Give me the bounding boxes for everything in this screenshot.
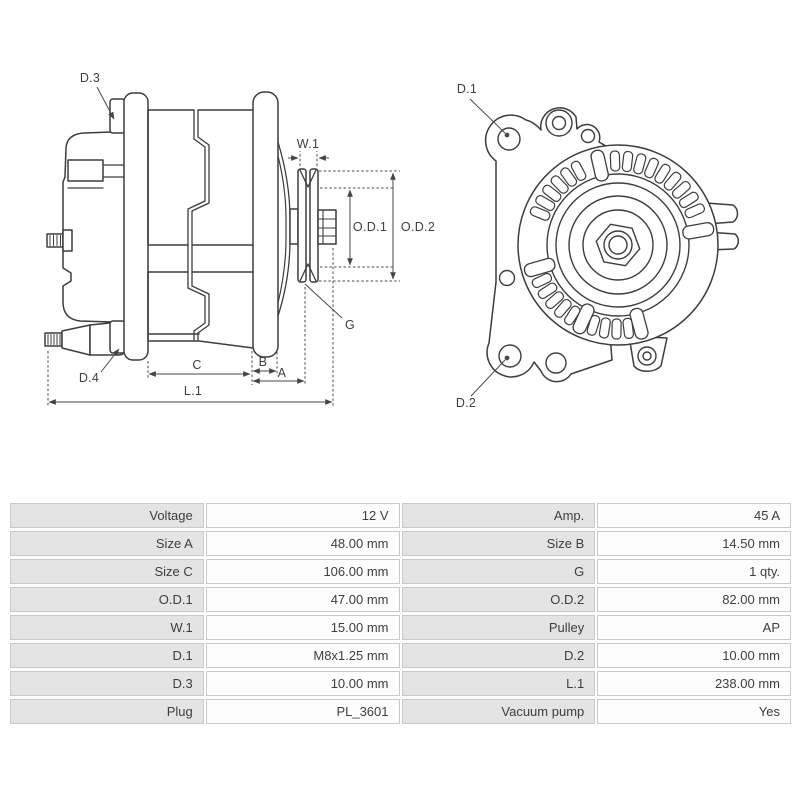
dim-label-d2: D.2 bbox=[456, 396, 476, 410]
spec-value-cell: 15.00 mm bbox=[205, 615, 400, 640]
spec-label-cell: W.1 bbox=[10, 615, 204, 640]
spec-label-cell: G bbox=[401, 559, 596, 584]
dim-label-od1: O.D.1 bbox=[353, 220, 387, 234]
dim-label-d3: D.3 bbox=[80, 71, 100, 85]
dim-label-b: B bbox=[259, 355, 268, 369]
dim-label-l1: L.1 bbox=[184, 384, 202, 398]
front-view-dimensions bbox=[469, 98, 510, 397]
spec-row: Voltage 12 V Amp. 45 A bbox=[10, 503, 791, 528]
mounting-holes bbox=[497, 109, 657, 374]
dim-label-g: G bbox=[345, 318, 355, 332]
dim-label-a: A bbox=[278, 366, 287, 380]
spec-row: O.D.1 47.00 mm O.D.2 82.00 mm bbox=[10, 587, 791, 612]
dim-label-c: C bbox=[192, 358, 201, 372]
spec-label-cell: O.D.2 bbox=[401, 587, 596, 612]
terminal-block bbox=[67, 159, 104, 182]
spec-value-cell: Yes bbox=[597, 699, 791, 724]
dim-label-od2: O.D.2 bbox=[401, 220, 435, 234]
spec-label-cell: Voltage bbox=[10, 503, 204, 528]
spec-label-cell: Size B bbox=[401, 531, 596, 556]
spec-value-cell: PL_3601 bbox=[205, 699, 400, 724]
spec-value-cell: 106.00 mm bbox=[205, 559, 400, 584]
spec-label-cell: Size A bbox=[10, 531, 204, 556]
drive-end-housing bbox=[252, 91, 279, 358]
spec-label-cell: Amp. bbox=[401, 503, 596, 528]
spec-row: Plug PL_3601 Vacuum pump Yes bbox=[10, 699, 791, 724]
shaft bbox=[289, 208, 299, 245]
spec-value-cell: 10.00 mm bbox=[597, 643, 791, 668]
spec-row: Size C 106.00 mm G 1 qty. bbox=[10, 559, 791, 584]
spec-label-cell: D.1 bbox=[10, 643, 204, 668]
spec-value-cell: 1 qty. bbox=[597, 559, 791, 584]
pulley bbox=[297, 168, 319, 283]
mounting-bracket bbox=[123, 92, 149, 361]
spec-label-cell: Pulley bbox=[401, 615, 596, 640]
spec-label-cell: Size C bbox=[10, 559, 204, 584]
spec-label-cell: D.3 bbox=[10, 671, 204, 696]
fan-spokes bbox=[523, 149, 715, 340]
pulley-face bbox=[555, 182, 681, 308]
spec-value-cell: 47.00 mm bbox=[205, 587, 400, 612]
alternator-technical-drawing: D.3 D.4 W.1 O.D.1 O.D.2 G C B A L.1 bbox=[44, 71, 739, 410]
spec-row: Size A 48.00 mm Size B 14.50 mm bbox=[10, 531, 791, 556]
spec-value-cell: M8x1.25 mm bbox=[205, 643, 400, 668]
side-view-drawing bbox=[44, 91, 337, 361]
spec-table: Voltage 12 V Amp. 45 A Size A 48.00 mm S… bbox=[8, 500, 793, 727]
dim-label-d4: D.4 bbox=[79, 371, 99, 385]
spec-label-cell: L.1 bbox=[401, 671, 596, 696]
spec-label-cell: Plug bbox=[10, 699, 204, 724]
spec-row: D.1 M8x1.25 mm D.2 10.00 mm bbox=[10, 643, 791, 668]
front-view-drawing bbox=[484, 107, 739, 383]
spec-row: D.3 10.00 mm L.1 238.00 mm bbox=[10, 671, 791, 696]
spec-value-cell: 45 A bbox=[597, 503, 791, 528]
shaft-hex-nut bbox=[595, 223, 641, 267]
spec-label-cell: Vacuum pump bbox=[401, 699, 596, 724]
side-view-dimensions bbox=[47, 86, 400, 406]
spec-value-cell: 48.00 mm bbox=[205, 531, 400, 556]
spec-value-cell: AP bbox=[597, 615, 791, 640]
spec-label-cell: D.2 bbox=[401, 643, 596, 668]
shaft-nut bbox=[317, 209, 337, 245]
bottom-right-lug bbox=[628, 335, 668, 372]
stator-body bbox=[147, 109, 254, 349]
spec-value-cell: 238.00 mm bbox=[597, 671, 791, 696]
cooling-vents bbox=[529, 150, 706, 340]
spec-value-cell: 14.50 mm bbox=[597, 531, 791, 556]
dim-label-w1: W.1 bbox=[297, 137, 319, 151]
dim-label-d1: D.1 bbox=[457, 82, 477, 96]
spec-value-cell: 10.00 mm bbox=[205, 671, 400, 696]
spec-value-cell: 82.00 mm bbox=[597, 587, 791, 612]
spec-row: W.1 15.00 mm Pulley AP bbox=[10, 615, 791, 640]
spec-value-cell: 12 V bbox=[205, 503, 400, 528]
spec-label-cell: O.D.1 bbox=[10, 587, 204, 612]
